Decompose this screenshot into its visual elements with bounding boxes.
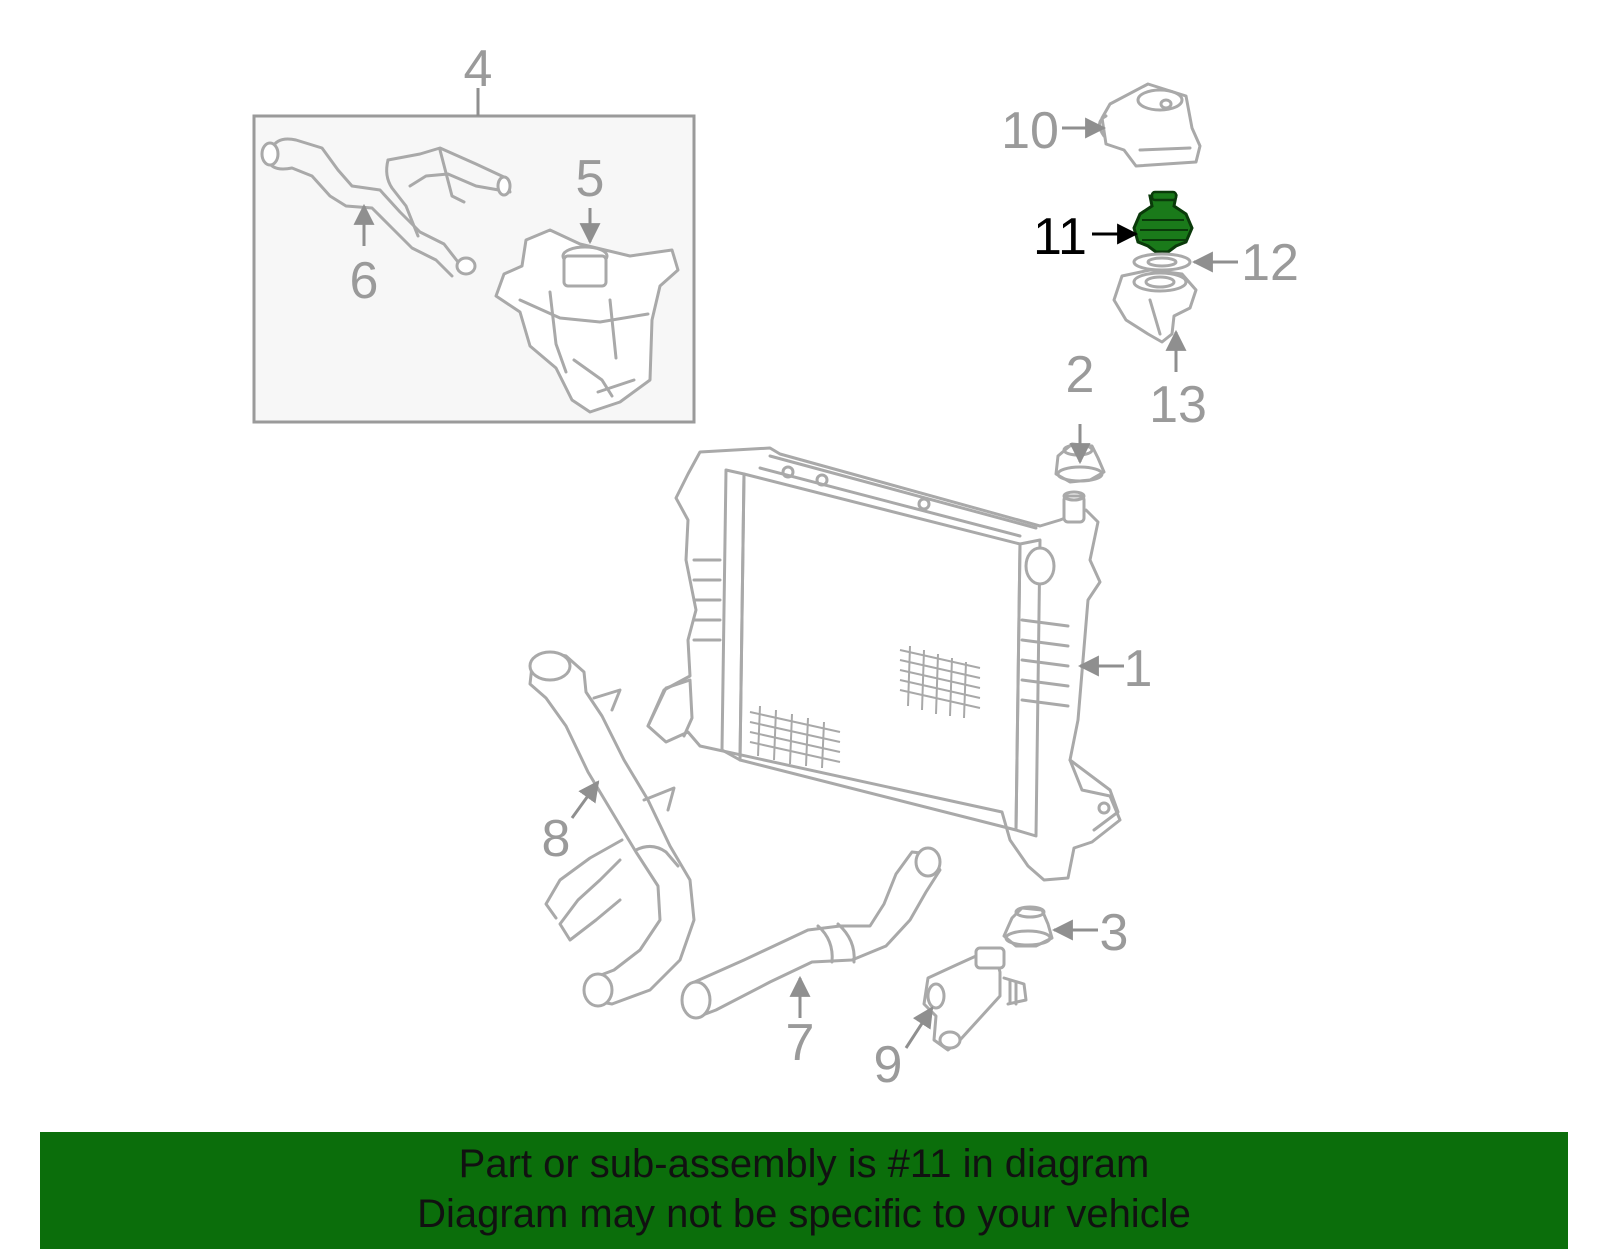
part-6-hose[interactable] xyxy=(260,137,512,278)
callout-5[interactable]: 5 xyxy=(576,150,605,208)
callout-12[interactable]: 12 xyxy=(1241,234,1299,292)
callout-9[interactable]: 9 xyxy=(874,1036,903,1094)
part-11-thermostat-highlighted[interactable] xyxy=(1132,190,1194,254)
callout-3[interactable]: 3 xyxy=(1100,904,1129,962)
callout-2[interactable]: 2 xyxy=(1066,346,1095,404)
leader-lines xyxy=(353,117,1238,1049)
part-1-radiator[interactable] xyxy=(646,446,1122,882)
callout-4[interactable]: 4 xyxy=(464,40,493,98)
callout-labels: 4 5 6 10 11 12 13 2 1 3 8 7 9 xyxy=(350,40,1299,1094)
callout-7[interactable]: 7 xyxy=(786,1014,815,1072)
part-9-fitting[interactable] xyxy=(922,946,1028,1052)
part-5-reservoir[interactable] xyxy=(494,228,680,414)
part-10-housing[interactable] xyxy=(1098,82,1202,168)
part-13-water-outlet[interactable] xyxy=(1112,268,1198,344)
callout-11[interactable]: 11 xyxy=(1033,208,1087,266)
banner-part-note: Part or sub-assembly is #11 in diagram xyxy=(458,1142,1150,1186)
callout-6[interactable]: 6 xyxy=(350,252,379,310)
callout-1[interactable]: 1 xyxy=(1124,640,1153,698)
part-8-upper-hose[interactable] xyxy=(528,650,696,1008)
part-12-gasket[interactable] xyxy=(1132,252,1192,272)
callout-8[interactable]: 8 xyxy=(542,810,571,868)
callout-10[interactable]: 10 xyxy=(1001,102,1059,160)
banner-disclaimer: Diagram may not be specific to your vehi… xyxy=(417,1192,1191,1236)
part-7-lower-hose[interactable] xyxy=(680,846,942,1020)
part-3-plug[interactable] xyxy=(1002,905,1054,948)
info-banner: Part or sub-assembly is #11 in diagram D… xyxy=(40,1132,1568,1249)
callout-13[interactable]: 13 xyxy=(1149,376,1207,434)
